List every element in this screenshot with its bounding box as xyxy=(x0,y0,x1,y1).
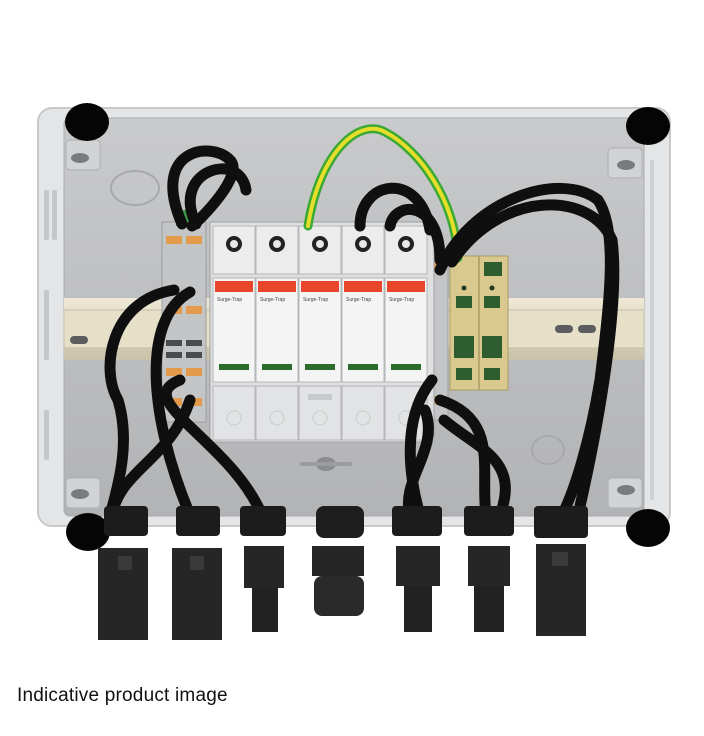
surge-protection-modules: Surge-Trap Surge-Trap Surge-Trap xyxy=(209,221,435,443)
surge-module: Surge-Trap xyxy=(384,225,428,441)
black-cables xyxy=(104,145,620,521)
mc4-connector xyxy=(98,506,148,640)
surge-module-label: Surge-Trap xyxy=(260,297,285,303)
mc4-connector xyxy=(534,506,588,636)
surge-module: Surge-Trap xyxy=(298,225,342,441)
cable-gland xyxy=(312,506,364,616)
surge-module-label: Surge-Trap xyxy=(303,297,328,303)
surge-module: Surge-Trap xyxy=(341,225,385,441)
surge-module: Surge-Trap xyxy=(255,225,299,441)
surge-module-label: Surge-Trap xyxy=(389,297,414,303)
mc4-connector xyxy=(172,506,222,640)
corner-bumpers xyxy=(65,103,670,551)
mc4-connector xyxy=(392,506,442,632)
product-photo-combiner-box: Surge-Trap Surge-Trap Surge-Trap xyxy=(37,103,671,640)
mc4-connector xyxy=(240,506,286,632)
mc4-connector xyxy=(464,506,514,632)
surge-module-label: Surge-Trap xyxy=(217,297,242,303)
earth-terminal-blocks xyxy=(449,255,509,391)
earth-wire xyxy=(303,124,463,263)
connectors xyxy=(98,506,588,640)
surge-module-label: Surge-Trap xyxy=(346,297,371,303)
image-caption: Indicative product image xyxy=(17,685,228,706)
surge-module: Surge-Trap xyxy=(212,225,256,441)
